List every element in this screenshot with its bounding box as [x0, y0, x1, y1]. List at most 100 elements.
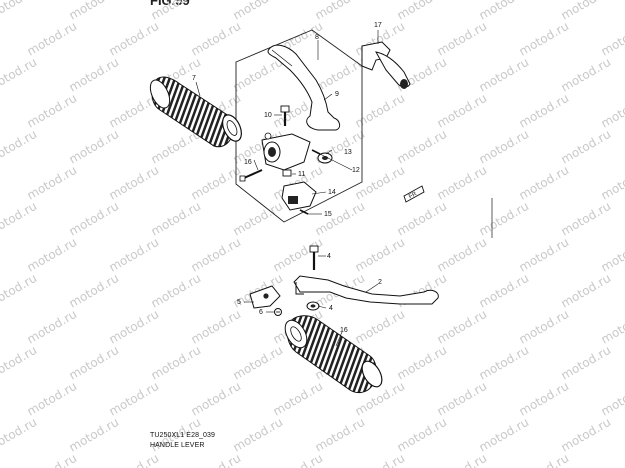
watermark-text: motod.ru	[559, 127, 614, 167]
screw-6	[274, 308, 282, 316]
screw-16	[239, 169, 263, 182]
callout-1: 16	[340, 327, 348, 334]
callout-14: 14	[328, 189, 336, 196]
watermark-text: motod.ru	[25, 235, 80, 275]
watermark-text: motod.ru	[517, 451, 572, 468]
watermark-text: motod.ru	[517, 91, 572, 131]
screw-15	[299, 209, 309, 215]
pivot-bolt-lower	[309, 245, 319, 270]
watermark-text: motod.ru	[517, 307, 572, 347]
watermark-text: motod.ru	[271, 379, 326, 419]
callout-12: 12	[352, 167, 360, 174]
watermark-text: motod.ru	[25, 451, 80, 468]
callout-5: 5	[237, 299, 241, 306]
caption-code: TU250XL1 E28_039	[150, 432, 216, 439]
watermark-text: motod.ru	[189, 379, 244, 419]
watermark-text: motod.ru	[25, 91, 80, 131]
watermark-text: motod.ru	[189, 163, 244, 203]
watermark-text: motod.ru	[149, 199, 204, 239]
watermark-text: motod.ru	[189, 451, 244, 468]
clutch-lever	[267, 44, 341, 131]
nut-4	[306, 301, 320, 311]
watermark-text: motod.ru	[25, 163, 80, 203]
watermark-text: motod.ru	[0, 343, 39, 383]
watermark-text: motod.ru	[149, 0, 204, 23]
watermark-text: motod.ru	[107, 163, 162, 203]
watermark-text: motod.ru	[435, 379, 490, 419]
watermark-text: motod.ru	[107, 451, 162, 468]
watermark-text: motod.ru	[599, 451, 625, 468]
watermark-text: motod.ru	[435, 163, 490, 203]
lever-holder-upper	[261, 132, 311, 171]
watermark-text: motod.ru	[395, 199, 450, 239]
watermark-text: motod.ru	[477, 127, 532, 167]
watermark-text: motod.ru	[107, 307, 162, 347]
watermark-text: motod.ru	[559, 0, 614, 23]
watermark-text: motod.ru	[559, 199, 614, 239]
watermark-text: motod.ru	[67, 55, 122, 95]
callout-labels: 16 2 4 4 5 6 7 8 9 10 16 13 12 11 14 15 …	[192, 22, 382, 334]
watermark-text: motod.ru	[517, 235, 572, 275]
watermark-text: motod.ru	[517, 163, 572, 203]
watermark-text: motod.ru	[67, 343, 122, 383]
watermark-text: motod.ru	[559, 415, 614, 455]
watermark-text: motod.ru	[435, 307, 490, 347]
watermark-text: motod.ru	[107, 235, 162, 275]
watermark-text: motod.ru	[25, 19, 80, 59]
watermark-text: motod.ru	[107, 19, 162, 59]
watermark-text: motod.ru	[149, 271, 204, 311]
watermark-text: motod.ru	[313, 0, 368, 23]
nut-11	[282, 169, 292, 177]
callout-10: 10	[264, 112, 272, 119]
nut-13	[317, 152, 333, 164]
watermark-text: motod.ru	[353, 307, 408, 347]
watermark-text: motod.ru	[231, 415, 286, 455]
watermark-text: motod.ru	[231, 0, 286, 23]
callout-4: 4	[329, 305, 333, 312]
watermark-text: motod.ru	[0, 0, 39, 23]
assembly-frame	[235, 29, 363, 223]
watermark-text: motod.ru	[559, 55, 614, 95]
watermark-text: motod.ru	[67, 0, 122, 23]
watermark-text: motod.ru	[231, 343, 286, 383]
watermark-text: motod.ru	[25, 379, 80, 419]
watermark-text: motod.ru	[0, 127, 39, 167]
watermark-text: motod.ru	[395, 271, 450, 311]
caption-name: HANDLE LEVER	[150, 442, 205, 449]
watermark-text: motod.ru	[0, 271, 39, 311]
right-grip	[284, 315, 383, 394]
watermark-text: motod.ru	[395, 0, 450, 23]
watermark-text: motod.ru	[189, 307, 244, 347]
watermark-text: motod.ru	[189, 19, 244, 59]
watermark-text: motod.ru	[67, 199, 122, 239]
watermark-text: motod.ru	[107, 379, 162, 419]
watermark-text: motod.ru	[435, 235, 490, 275]
switch-14	[281, 181, 317, 211]
watermark-text: motod.ru	[67, 415, 122, 455]
watermark-text: motod.ru	[395, 127, 450, 167]
callout-17: 17	[374, 22, 382, 29]
pivot-bolt-upper	[280, 105, 290, 126]
watermark-text: motod.ru	[67, 127, 122, 167]
watermark-text: motod.ru	[0, 199, 39, 239]
watermark-text: motod.ru	[435, 91, 490, 131]
watermark-text: motod.ru	[599, 163, 625, 203]
callout-6: 6	[259, 309, 263, 316]
callout-16: 16	[244, 159, 252, 166]
watermark-text: motod.ru	[477, 343, 532, 383]
watermark-text: motod.ru	[271, 451, 326, 468]
watermark-text: motod.ru	[231, 199, 286, 239]
watermark-text: motod.ru	[353, 235, 408, 275]
watermark-text: motod.ru	[599, 91, 625, 131]
watermark-text: motod.ru	[189, 235, 244, 275]
callout-11: 11	[298, 171, 305, 178]
watermark-text: motod.ru	[559, 271, 614, 311]
watermark-text: motod.ru	[271, 235, 326, 275]
brake-lever	[293, 275, 439, 305]
watermark-text: motod.ru	[599, 379, 625, 419]
callout-15: 15	[324, 211, 332, 218]
watermark-text: motod.ru	[599, 19, 625, 59]
choke-lever	[361, 41, 411, 89]
